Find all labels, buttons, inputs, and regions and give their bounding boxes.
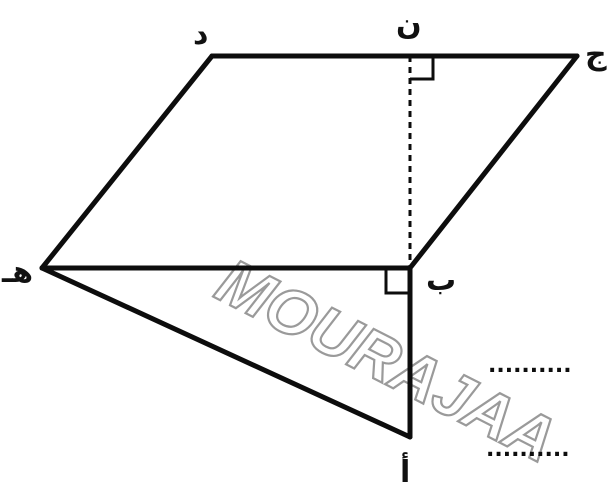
right-angle-marker-b [384,268,410,295]
right-angle-marker-n [410,56,435,81]
segment-hd [39,53,215,271]
answer-line-2: .......... [486,437,570,462]
label-point-h: هـ [1,255,33,290]
segment-ha [39,265,413,440]
label-point-b: ب [426,263,456,298]
label-point-d: د [193,17,208,52]
segment-jb [407,53,580,271]
answer-line-1: .......... [488,353,572,378]
label-point-a: أ [400,452,410,490]
label-point-j: ج [585,37,607,72]
label-point-n: ن [396,7,422,42]
